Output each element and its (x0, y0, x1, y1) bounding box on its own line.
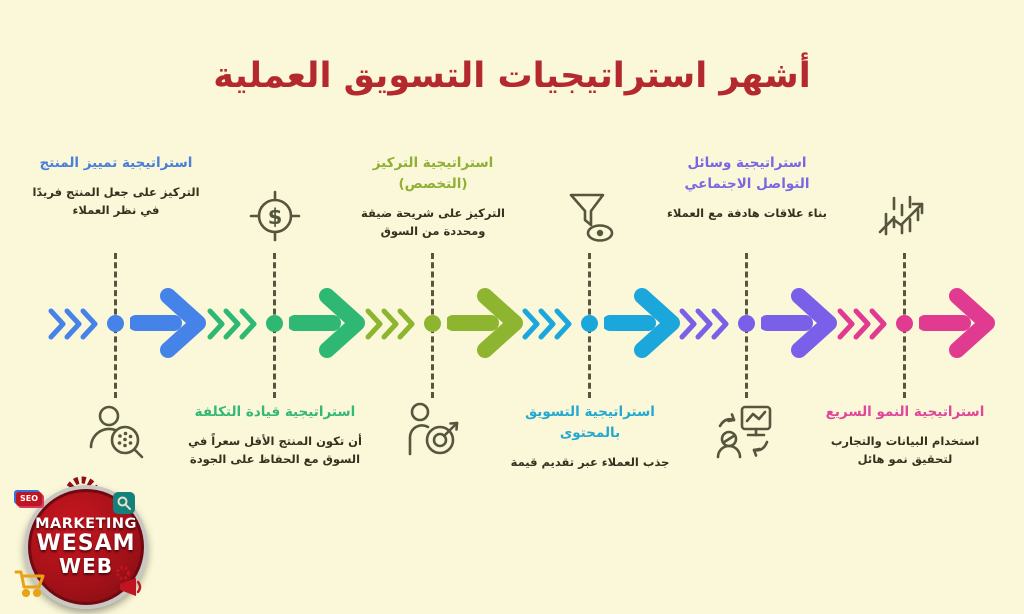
strategy-description: التركيز على جعل المنتج فريدًا في نظر الع… (32, 184, 200, 218)
dollar-target-icon: $ (249, 190, 301, 242)
strategy-description: جذب العملاء عبر تقديم قيمة (510, 454, 670, 469)
person-monitor-icon (716, 405, 772, 459)
strategy-title: استراتيجية وسائل التواصل الاجتماعي (684, 155, 810, 192)
strategy-column-6: استراتيجية النمو السريع استخدام البيانات… (817, 0, 995, 614)
strategy-column-3: استراتيجية التركيز (التخصص) التركيز على … (345, 0, 523, 614)
strategy-column-5: استراتيجية وسائل التواصل الاجتماعي بناء … (659, 0, 837, 614)
chevrons-icon (48, 308, 98, 340)
chevrons-icon (679, 308, 729, 340)
timeline-dot (581, 315, 598, 332)
strategy-title: استراتيجية قيادة التكلفة (194, 404, 356, 420)
magnifier-icon (113, 492, 135, 514)
strategy-description: استخدام البيانات والتجارب لتحقيق نمو هائ… (830, 433, 980, 467)
timeline-dot (107, 315, 124, 332)
person-magnifier-icon (89, 405, 144, 459)
strategy-column-2: $ استراتيجية قيادة التكلفة أن تكون المنت… (187, 0, 365, 614)
chevrons-icon (207, 308, 257, 340)
cart-icon (14, 570, 45, 598)
arrow-icon (761, 288, 837, 358)
logo-text-line3: WEB (59, 553, 113, 578)
growth-chart-icon (878, 195, 924, 236)
chevrons-icon (365, 308, 415, 340)
strategy-column-4: استراتيجية التسويق بالمحتوى جذب العملاء … (502, 0, 680, 614)
arrow-icon (919, 288, 995, 358)
timeline-dot (738, 315, 755, 332)
strategy-title: استراتيجية التركيز (التخصص) (372, 155, 494, 192)
funnel-eye-icon (569, 193, 614, 242)
chevrons-icon (522, 308, 572, 340)
strategy-text-3: استراتيجية التركيز (التخصص) التركيز على … (345, 153, 521, 241)
strategy-text-2: استراتيجية قيادة التكلفة أن تكون المنتج … (187, 402, 363, 469)
chevrons-icon (837, 308, 887, 340)
logo-badge: MARKETING WESAM WEB SEO (14, 476, 150, 612)
strategy-column-1: استراتيجية تمييز المنتج التركيز على جعل … (28, 0, 206, 614)
strategy-title: استراتيجية تمييز المنتج (39, 155, 193, 171)
timeline-dot (266, 315, 283, 332)
arrow-icon (447, 288, 523, 358)
arrow-icon (130, 288, 206, 358)
strategy-text-6: استراتيجية النمو السريع استخدام البيانات… (817, 402, 993, 469)
logo-text-line1: MARKETING (35, 515, 137, 532)
strategy-title: استراتيجية التسويق بالمحتوى (525, 404, 655, 441)
strategy-text-1: استراتيجية تمييز المنتج التركيز على جعل … (28, 153, 204, 220)
page-title: أشهر استراتيجيات التسويق العملية (213, 56, 811, 96)
megaphone-icon (115, 566, 142, 596)
strategy-text-5: استراتيجية وسائل التواصل الاجتماعي بناء … (659, 153, 835, 222)
timeline-dot (424, 315, 441, 332)
strategy-text-4: استراتيجية التسويق بالمحتوى جذب العملاء … (502, 402, 678, 471)
person-target-icon (408, 402, 459, 456)
strategy-description: التركيز على شريحة ضيقة ومحددة من السوق (361, 205, 505, 239)
seo-badge: SEO (16, 492, 42, 506)
strategy-title: استراتيجية النمو السريع (825, 404, 985, 420)
timeline-dot (896, 315, 913, 332)
logo-text-line2: WESAM (36, 531, 136, 557)
arrow-icon (604, 288, 680, 358)
strategy-description: أن تكون المنتج الأقل سعراً في السوق مع ا… (188, 433, 362, 467)
arrow-icon (289, 288, 365, 358)
svg-text:$: $ (268, 205, 283, 229)
strategy-description: بناء علاقات هادفة مع العملاء (667, 205, 827, 220)
